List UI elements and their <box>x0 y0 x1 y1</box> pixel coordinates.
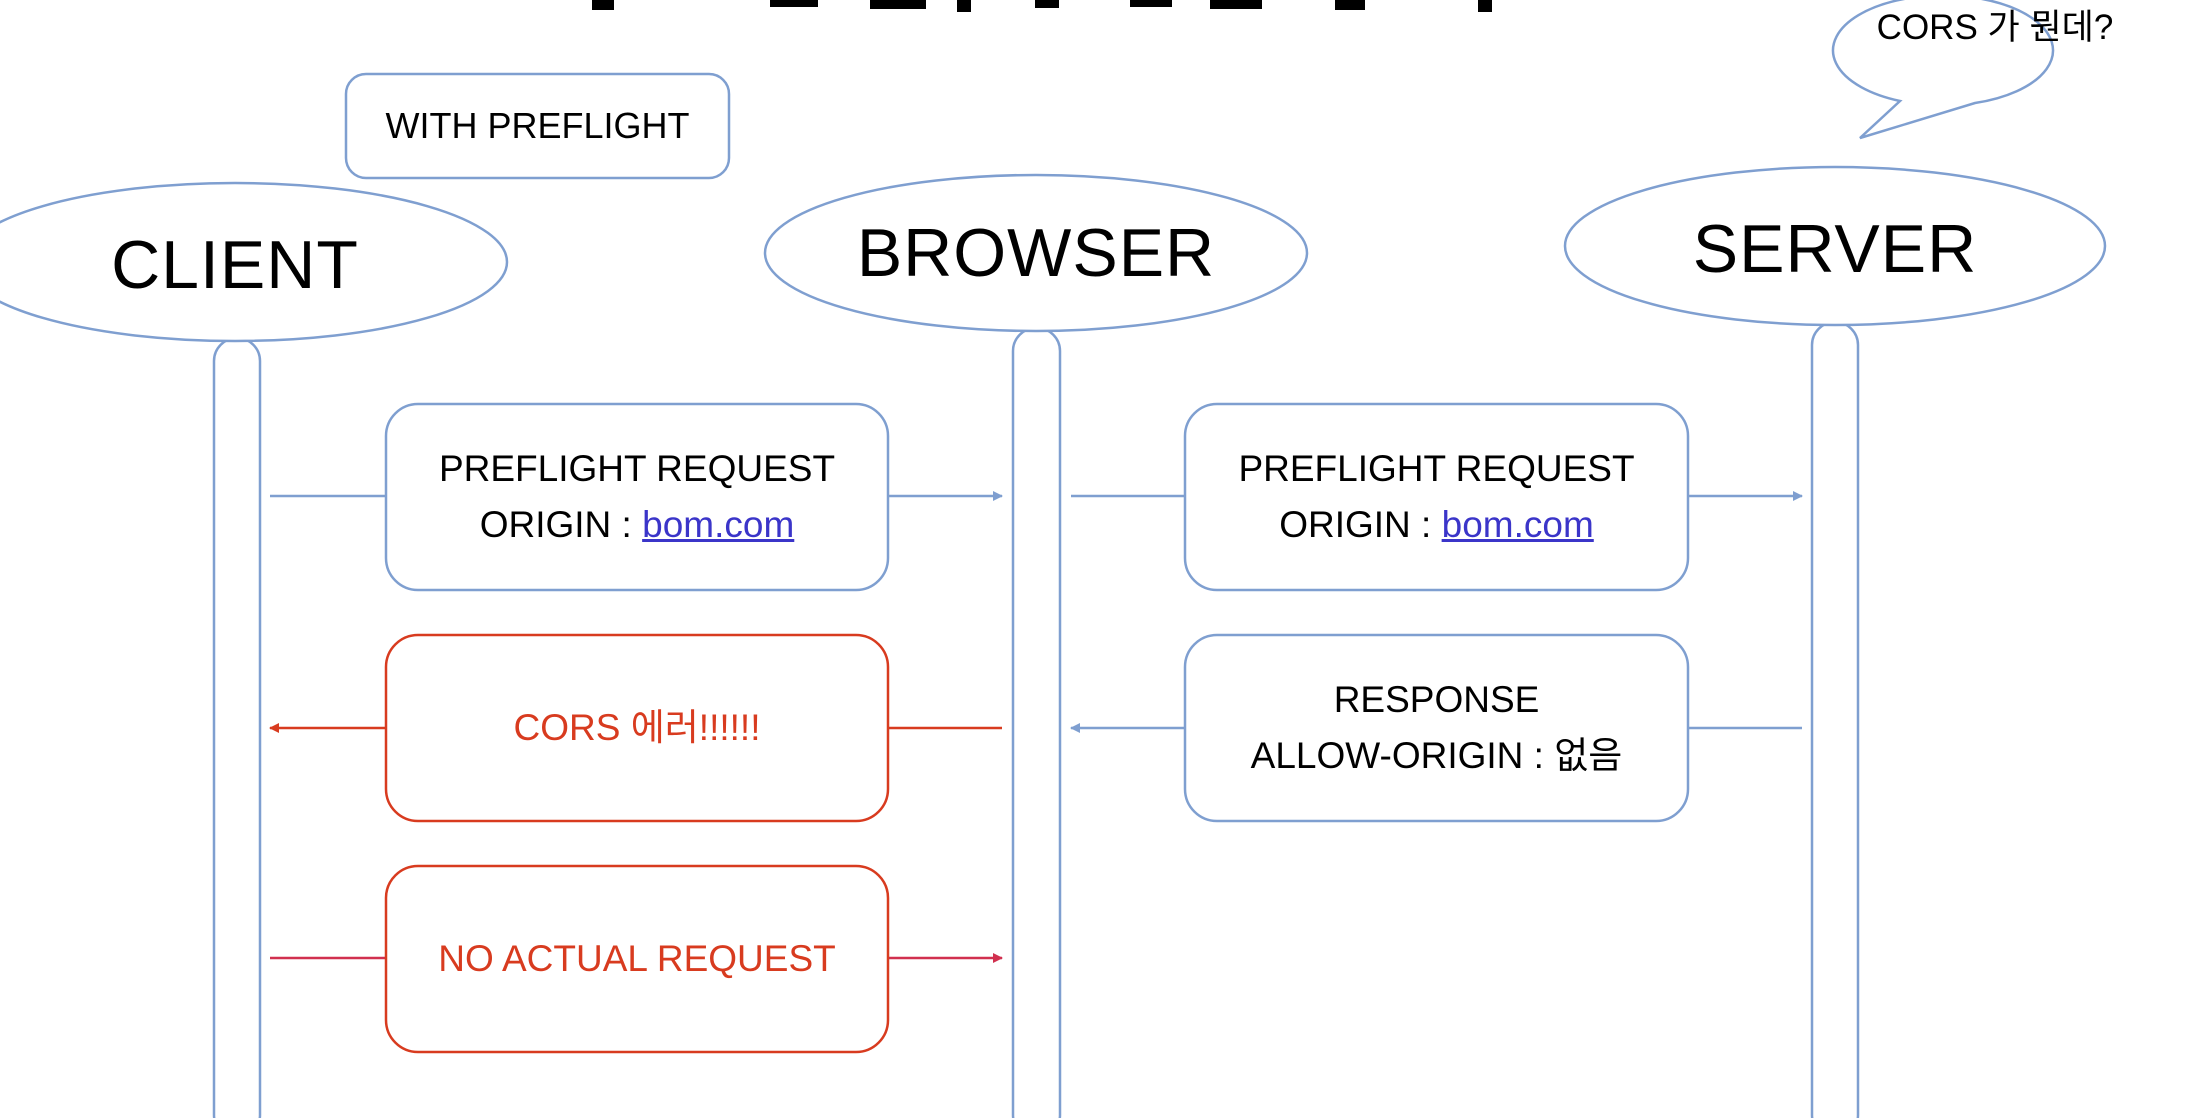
speech-bubble-shape <box>1831 0 2055 140</box>
server-node-text: SERVER <box>1692 211 1978 287</box>
preflight-request-title: PREFLIGHT REQUEST <box>438 448 836 489</box>
browser-lifeline <box>1011 326 1062 1118</box>
preflight-origin-line: ORIGIN : bom.com <box>1279 497 1594 553</box>
origin-link[interactable]: bom.com <box>1441 504 1594 545</box>
browser-node-text: BROWSER <box>856 215 1216 291</box>
no-actual-request-label: NO ACTUAL REQUEST <box>386 866 888 1052</box>
browser-ellipse <box>763 173 1309 333</box>
title-fragments <box>592 0 1492 12</box>
preflight-request-browser-label: PREFLIGHT REQUEST ORIGIN : bom.com <box>1185 404 1688 590</box>
speech-bubble-label: CORS 가 뭔데? <box>1870 0 2120 48</box>
speech-bubble-text: CORS 가 뭔데? <box>1876 7 2114 47</box>
preflight-request-box-client <box>384 402 890 592</box>
response-box <box>1183 633 1690 823</box>
preflight-origin-line: ORIGIN : bom.com <box>480 497 795 553</box>
allow-origin-line: ALLOW-ORIGIN : 없음 <box>1250 735 1623 776</box>
no-actual-request-text: NO ACTUAL REQUEST <box>438 938 836 979</box>
origin-prefix: ORIGIN : <box>479 504 643 545</box>
origin-link[interactable]: bom.com <box>642 504 795 545</box>
preflight-request-client-label: PREFLIGHT REQUEST ORIGIN : bom.com <box>386 404 888 590</box>
response-label: RESPONSE ALLOW-ORIGIN : 없음 <box>1185 635 1688 821</box>
server-ellipse <box>1563 165 2107 327</box>
client-lifeline <box>212 336 262 1118</box>
cors-error-text: CORS 에러!!!!!! <box>513 707 761 748</box>
cors-error-label: CORS 에러!!!!!! <box>386 635 888 821</box>
with-preflight-badge <box>344 72 731 180</box>
server-lifeline <box>1810 320 1860 1118</box>
with-preflight-label: WITH PREFLIGHT <box>346 74 729 178</box>
client-ellipse <box>0 181 509 343</box>
no-actual-request-box <box>384 864 890 1054</box>
browser-label: BROWSER <box>766 208 1306 298</box>
preflight-request-title: PREFLIGHT REQUEST <box>1238 448 1635 489</box>
client-label: CLIENT <box>0 220 470 310</box>
response-title: RESPONSE <box>1333 679 1540 720</box>
with-preflight-text: WITH PREFLIGHT <box>385 105 690 146</box>
client-node-text: CLIENT <box>111 227 359 303</box>
cors-error-box <box>384 633 890 823</box>
server-label: SERVER <box>1565 204 2105 294</box>
origin-prefix: ORIGIN : <box>1279 504 1442 545</box>
preflight-request-box-browser <box>1183 402 1690 592</box>
